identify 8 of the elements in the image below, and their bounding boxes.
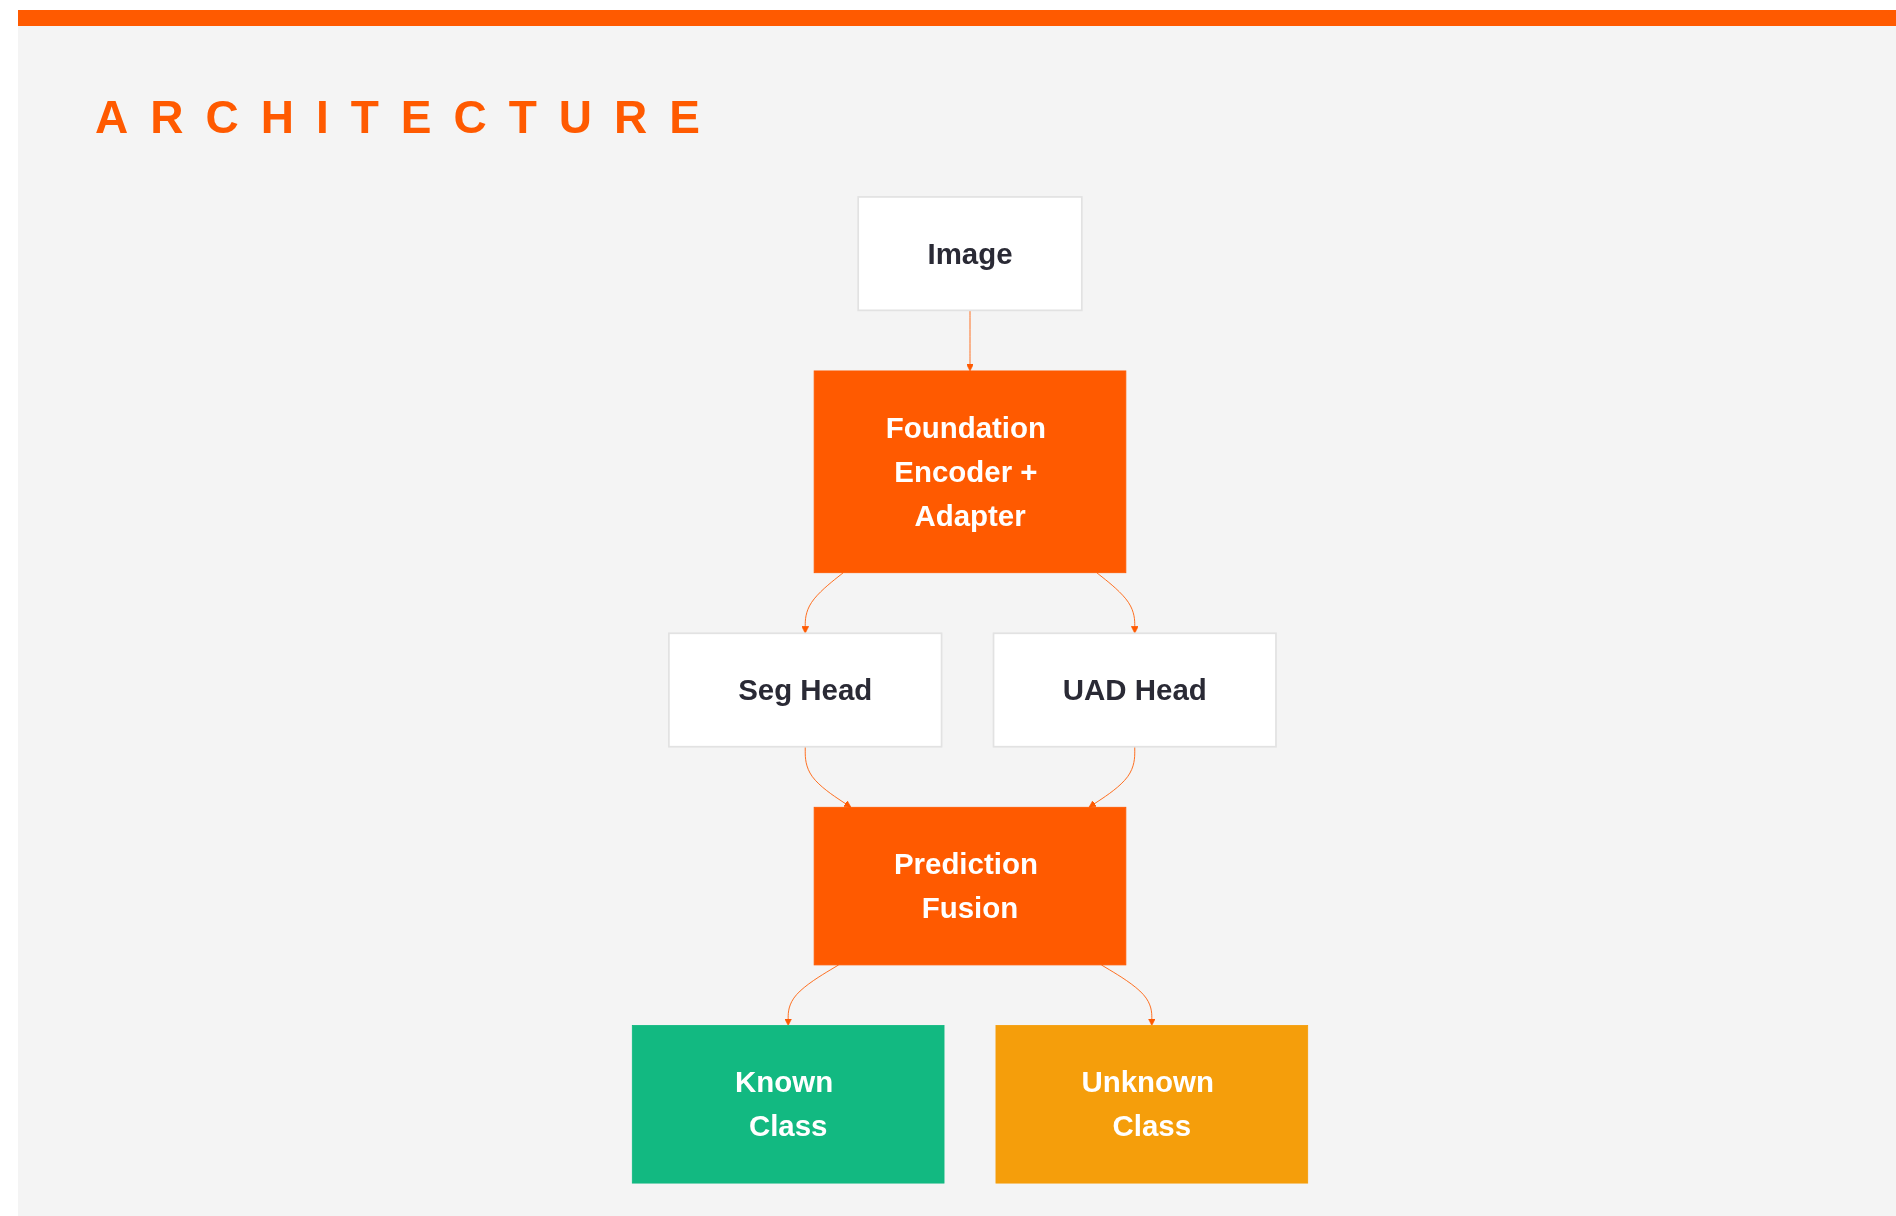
node-box: Seg Head: [668, 632, 943, 748]
node-box: Unknown Class: [995, 1025, 1309, 1184]
node-box: Known Class: [631, 1025, 945, 1184]
node-box: Image: [857, 196, 1083, 312]
node-box: UAD Head: [992, 632, 1277, 748]
section-title: ARCHITECTURE: [95, 90, 722, 144]
node-box: Prediction Fusion: [813, 806, 1127, 966]
node-box: Foundation Encoder + Adapter: [813, 370, 1127, 574]
